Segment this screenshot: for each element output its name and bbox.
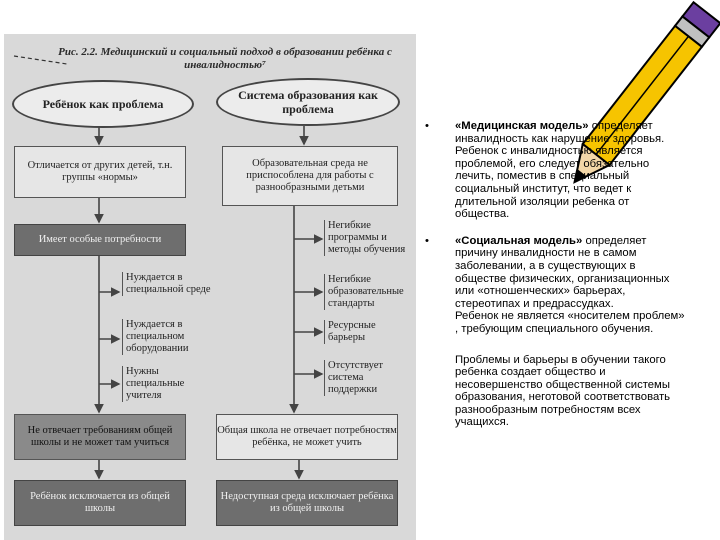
social-model-title: «Социальная модель» (455, 234, 583, 247)
dashed-pointer (13, 55, 68, 65)
left-box-special-needs: Имеет особые потребности (14, 224, 186, 256)
closing-paragraph: Проблемы и барьеры в обучении такого реб… (425, 354, 685, 430)
barrier-resources: Ресурсные барьеры (324, 320, 412, 344)
barrier-support: Отсутствует система поддержки (324, 360, 412, 396)
medical-model-title: «Медицинская модель» (455, 120, 589, 132)
left-box-differs: Отличается от других детей, т.н. группы … (14, 146, 186, 198)
barrier-standards: Негибкие образователь­ные стандарты (324, 274, 412, 310)
bullet-list: • «Медицинская модель» определяет инвали… (425, 120, 685, 429)
medical-model-definition: «Медицинская модель» определяет инвалидн… (455, 120, 665, 145)
need-equipment: Нуждается в специальном оборудовании (122, 319, 212, 355)
right-box-school-cannot-teach: Общая школа не отвечает потребностям реб… (216, 414, 398, 460)
bullet-dot: • (425, 234, 429, 247)
left-oval: Ребёнок как проблема (12, 80, 194, 128)
right-box-environment: Образовательная среда не приспособлена д… (222, 146, 398, 206)
social-model-consequence: Ребенок не является «носителем проблем» … (455, 310, 685, 335)
barrier-programs: Негибкие программы и методы обучения (324, 220, 412, 256)
closing-text: Проблемы и барьеры в обучении такого реб… (455, 353, 671, 429)
right-box-inaccessible: Недоступная среда исключает ребёнка из о… (216, 480, 398, 526)
scanned-figure: Рис. 2.2. Медицинский и социальный подхо… (4, 34, 416, 540)
left-box-excluded: Ребёнок исключается из общей школы (14, 480, 186, 526)
right-oval: Система образования как проблема (216, 78, 400, 126)
pencil-icon (573, 0, 720, 184)
bullet-dot: • (425, 120, 429, 132)
need-teachers: Нужны специальные учителя (122, 366, 212, 402)
left-box-cannot-study: Не отвечает требованиям общей школы и не… (14, 414, 186, 460)
medical-model-consequence: Ребенок с инвалидностью является проблем… (455, 145, 650, 221)
flow-arrows (94, 126, 324, 480)
figure-caption: Рис. 2.2. Медицинский и социальный подхо… (58, 46, 392, 71)
social-model-definition: «Социальная модель» определяет причину и… (455, 234, 670, 310)
bullet-medical-model: • «Медицинская модель» определяет инвали… (425, 120, 685, 221)
need-environment: Нуждается в специальной среде (122, 272, 212, 296)
bullet-social-model: • «Социальная модель» определяет причину… (425, 235, 685, 336)
